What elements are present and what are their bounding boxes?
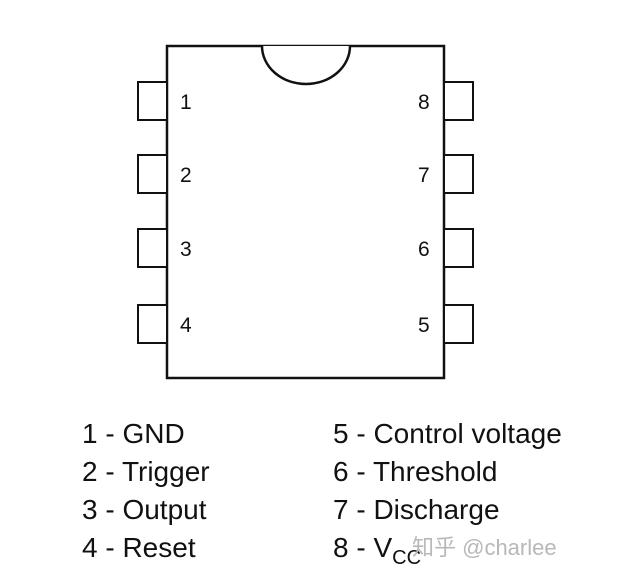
- pin-8-description: 8 - VCC: [333, 529, 562, 569]
- pin-3-lead: [137, 228, 168, 268]
- pin-6-description: 6 - Threshold: [333, 456, 498, 487]
- pin-4-description: 4 - Reset: [82, 532, 196, 563]
- pin-legend-right: 5 - Control voltage 6 - Threshold 7 - Di…: [333, 415, 562, 569]
- pin-2-number: 2: [180, 164, 192, 187]
- pin-6-lead: [443, 228, 474, 268]
- pin-2-lead: [137, 154, 168, 194]
- pin-2-description: 2 - Trigger: [82, 456, 210, 487]
- pin-8-lead: [443, 81, 474, 121]
- pin-5-number: 5: [418, 314, 430, 337]
- pin-8-number: 8: [418, 91, 430, 114]
- pin-3-number: 3: [180, 238, 192, 261]
- pin-4-lead: [137, 304, 168, 344]
- pin-7-lead: [443, 154, 474, 194]
- pin-4-number: 4: [180, 314, 192, 337]
- pin-6-number: 6: [418, 238, 430, 261]
- chip-notch: [260, 45, 352, 86]
- chip-body: [165, 44, 446, 380]
- pin-8-subscript: CC: [392, 547, 422, 569]
- pin-legend-left: 1 - GND 2 - Trigger 3 - Output 4 - Reset: [82, 415, 210, 567]
- pin-3-description: 3 - Output: [82, 494, 207, 525]
- pin-8-prefix: 8 - V: [333, 532, 393, 563]
- ic-package-diagram: 1 2 3 4 8 7 6 5: [137, 44, 474, 380]
- pin-7-description: 7 - Discharge: [333, 494, 500, 525]
- pin-5-description: 5 - Control voltage: [333, 418, 562, 449]
- watermark: 知乎 @charlee: [412, 535, 557, 560]
- pin-1-description: 1 - GND: [82, 418, 185, 449]
- pin-1-lead: [137, 81, 168, 121]
- pin-1-number: 1: [180, 91, 192, 114]
- pin-7-number: 7: [418, 164, 430, 187]
- pin-5-lead: [443, 304, 474, 344]
